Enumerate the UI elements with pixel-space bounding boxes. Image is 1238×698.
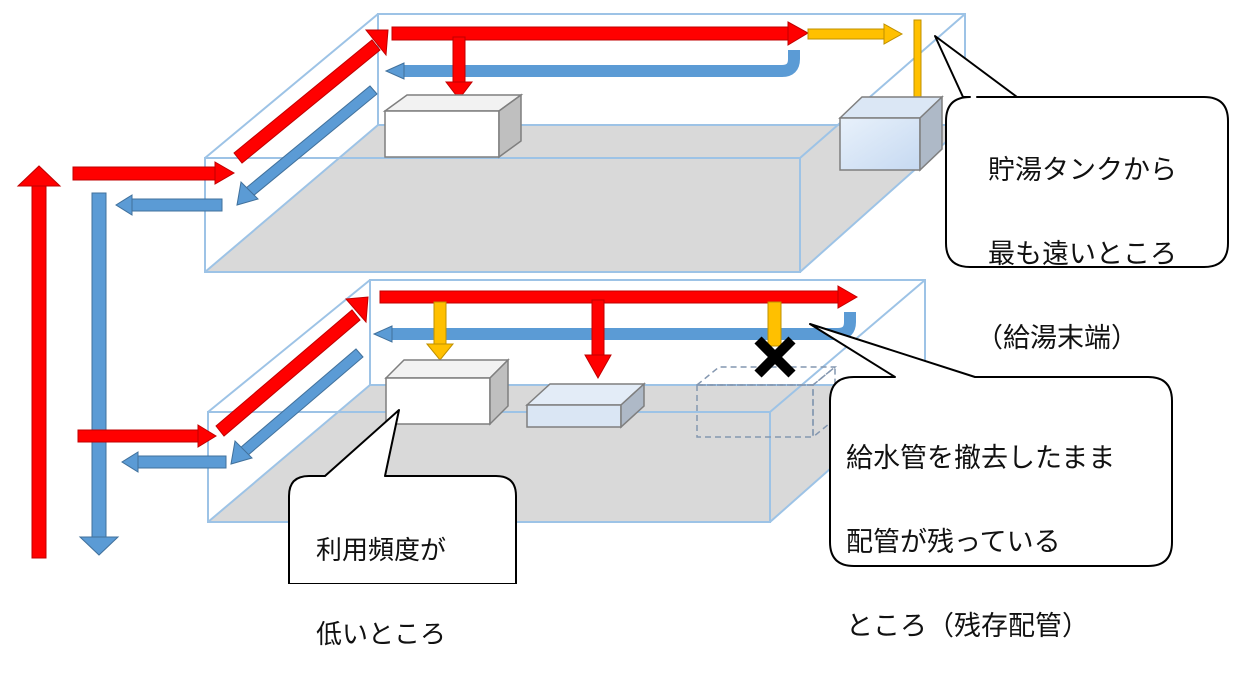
upper-hot-diagonal	[233, 29, 389, 164]
callout-far-end-bubble	[934, 35, 1229, 268]
upper-floor	[204, 13, 966, 273]
callout-far-end-line-3: （給湯末端）	[976, 323, 1138, 354]
upper-floor-slab	[205, 125, 965, 272]
upper-hot-main	[391, 21, 810, 46]
upper-return-main	[384, 50, 800, 80]
x-mark-icon	[754, 336, 796, 378]
lower-hot-supply-arrow	[77, 424, 217, 448]
callout-low-use-line-1: 利用頻度が	[316, 536, 447, 566]
lower-hot-diagonal	[215, 296, 369, 437]
callout-dead-leg-line-3: ところ（残存配管）	[846, 611, 1089, 642]
upper-fixture-left	[382, 93, 524, 159]
upper-return-arrow	[115, 194, 223, 216]
lower-hot-main	[379, 285, 858, 309]
lower-hot-drop	[584, 299, 612, 380]
lower-low-use-branch	[425, 301, 455, 361]
lower-fixture-middle	[525, 382, 646, 429]
upper-hot-supply-arrow	[72, 161, 235, 185]
lower-return-diagonal	[230, 348, 364, 465]
callout-low-use-bubble	[288, 409, 517, 584]
upper-floor-frame	[204, 13, 966, 273]
lower-fixture-low-use	[384, 358, 510, 426]
callout-low-use-line-2: 低いところ	[316, 620, 447, 650]
callout-far-end-line-1: 貯湯タンクから	[988, 155, 1177, 186]
plumbing-diagram	[16, 13, 1229, 584]
callout-dead-leg-bubble	[809, 323, 1173, 567]
lower-dead-leg-pipe	[767, 301, 782, 347]
callout-dead-leg-text: 給水管を撤去したまま 配管が残っている ところ（残存配管）	[846, 396, 1115, 690]
callout-dead-leg-line-1: 給水管を撤去したまま	[846, 443, 1116, 474]
callout-far-end-line-2: 最も遠いところ	[988, 239, 1177, 270]
callout-low-use-text: 利用頻度が 低いところ	[316, 488, 446, 698]
upper-hot-drop	[444, 36, 474, 100]
callout-far-end-text: 貯湯タンクから 最も遠いところ （給湯末端）	[976, 108, 1177, 402]
return-water-riser	[78, 192, 120, 556]
upper-return-diagonal	[236, 85, 378, 206]
upper-fixture-far-end	[838, 95, 944, 172]
callout-dead-leg-line-2: 配管が残っている	[846, 527, 1061, 558]
lower-return-arrow	[121, 451, 227, 473]
hot-water-riser	[16, 165, 62, 559]
